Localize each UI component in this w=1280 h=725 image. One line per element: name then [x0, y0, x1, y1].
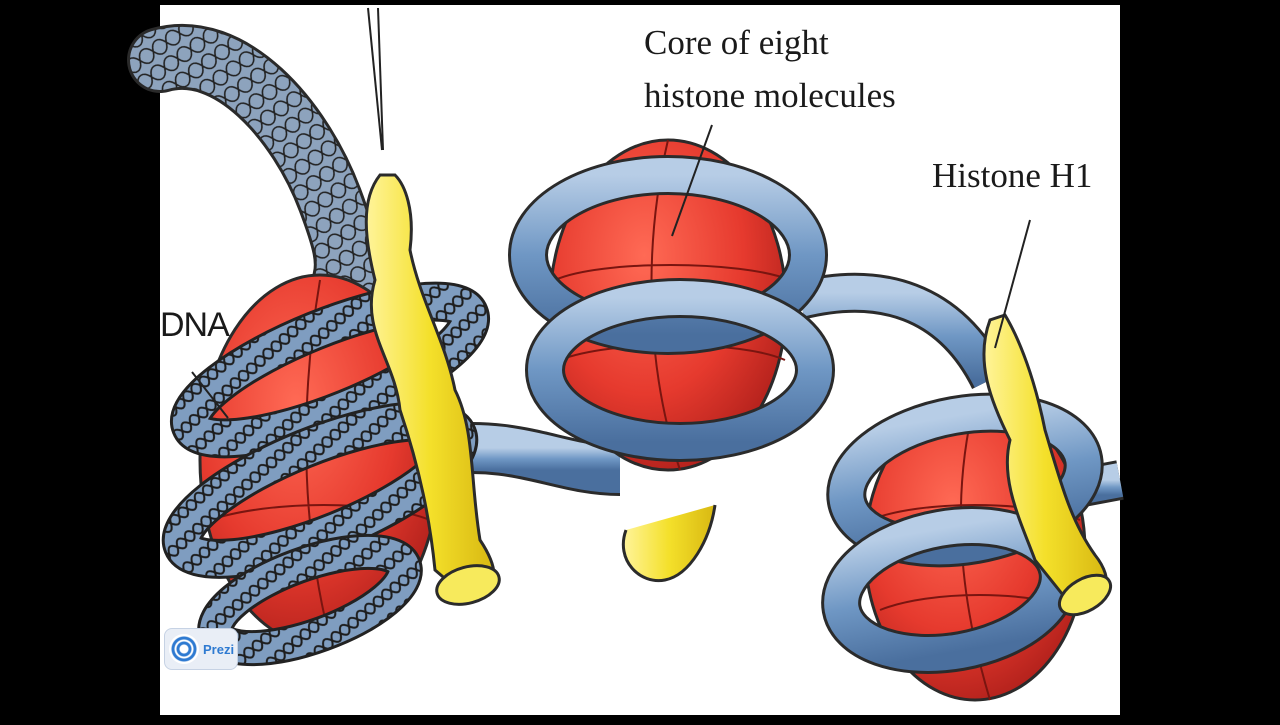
leader-line-core — [671, 124, 713, 237]
prezi-logo-icon — [169, 634, 199, 664]
leader-line-h1 — [994, 219, 1031, 349]
label-core-line-1: Core of eight — [644, 23, 829, 62]
leader-line-dna — [191, 371, 229, 419]
dna-wrap-center-2 — [528, 281, 832, 459]
histone-h1-right — [982, 313, 1113, 617]
chromatin-fiber — [130, 26, 377, 310]
prezi-watermark-text: Prezi — [203, 641, 235, 657]
label-core-histones: Core of eight histone molecules — [644, 16, 896, 122]
histone-h1-left — [364, 173, 501, 606]
dna-wrap-center-1 — [511, 158, 825, 352]
dna-wrap-left-1 — [173, 284, 487, 456]
leader-line-top-2 — [377, 7, 384, 151]
label-dna: DNA — [160, 306, 230, 344]
leader-line-top — [367, 7, 383, 151]
prezi-watermark[interactable]: Prezi — [164, 628, 238, 670]
nucleosome-center — [508, 138, 835, 583]
linker-dna-2 — [795, 275, 1006, 388]
label-core-line-2: histone molecules — [644, 76, 896, 115]
label-histone-h1: Histone H1 — [932, 156, 1093, 195]
histone-h1-center — [621, 504, 717, 583]
